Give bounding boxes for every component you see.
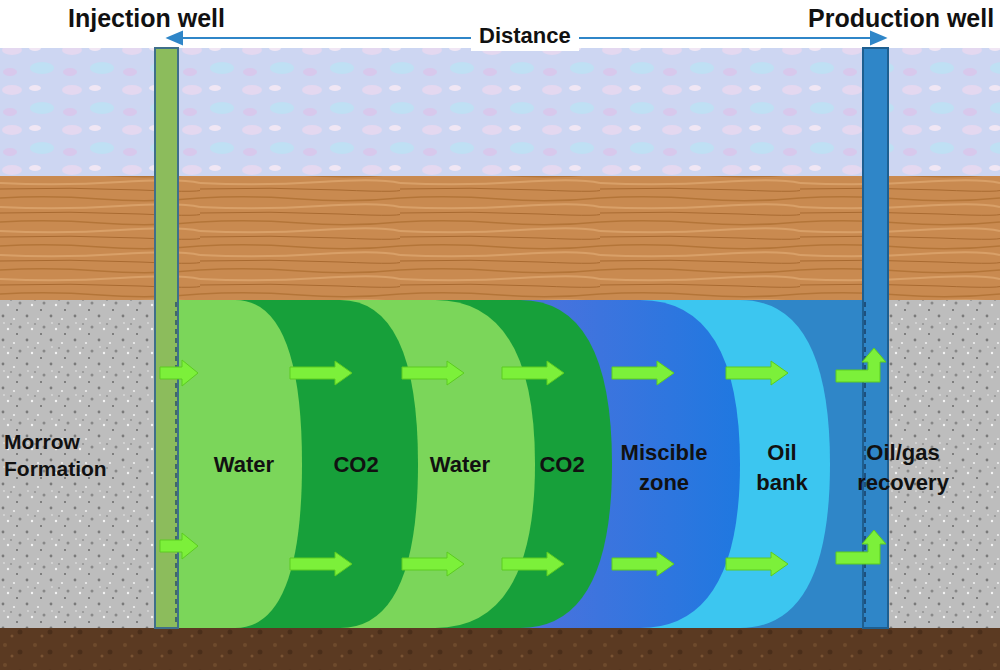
oil-bank-label: Oil bank bbox=[744, 436, 820, 500]
formation-layer bbox=[0, 300, 1000, 628]
band-text: Oil bank bbox=[747, 438, 817, 497]
band-text: Water bbox=[415, 450, 505, 480]
band-text: CO2 bbox=[530, 450, 594, 480]
recovery-zone-label: Oil/gas recovery bbox=[846, 436, 960, 500]
water-band-label: Water bbox=[196, 448, 292, 482]
perforation-line bbox=[175, 302, 177, 626]
band-text: Miscible zone bbox=[615, 438, 713, 497]
band-text: Water bbox=[199, 450, 289, 480]
water-band bbox=[178, 300, 535, 628]
recovery-band bbox=[178, 300, 866, 628]
overburden-layer bbox=[0, 176, 1000, 300]
miscible-zone-label: Miscible zone bbox=[612, 436, 716, 500]
well-label: Production well bbox=[808, 2, 994, 35]
miscible-band bbox=[178, 300, 740, 628]
base-layer bbox=[0, 628, 1000, 670]
perforation-line bbox=[864, 302, 866, 626]
surface-layer bbox=[0, 48, 1000, 176]
flow-arrows bbox=[160, 348, 886, 576]
well-label: Injection well bbox=[68, 2, 225, 35]
co2-band bbox=[178, 300, 612, 628]
water-band bbox=[178, 300, 302, 628]
band-text: Oil/gas recovery bbox=[849, 438, 957, 497]
band-text: CO2 bbox=[324, 450, 388, 480]
oil-bank-band bbox=[178, 300, 830, 628]
co2-band-label: CO2 bbox=[321, 448, 391, 482]
co2-band-label: CO2 bbox=[527, 448, 597, 482]
water-band-label: Water bbox=[412, 448, 508, 482]
formation-label: Morrow Formation bbox=[4, 428, 152, 483]
co2-band bbox=[178, 300, 418, 628]
distance-label: Distance bbox=[471, 22, 579, 51]
